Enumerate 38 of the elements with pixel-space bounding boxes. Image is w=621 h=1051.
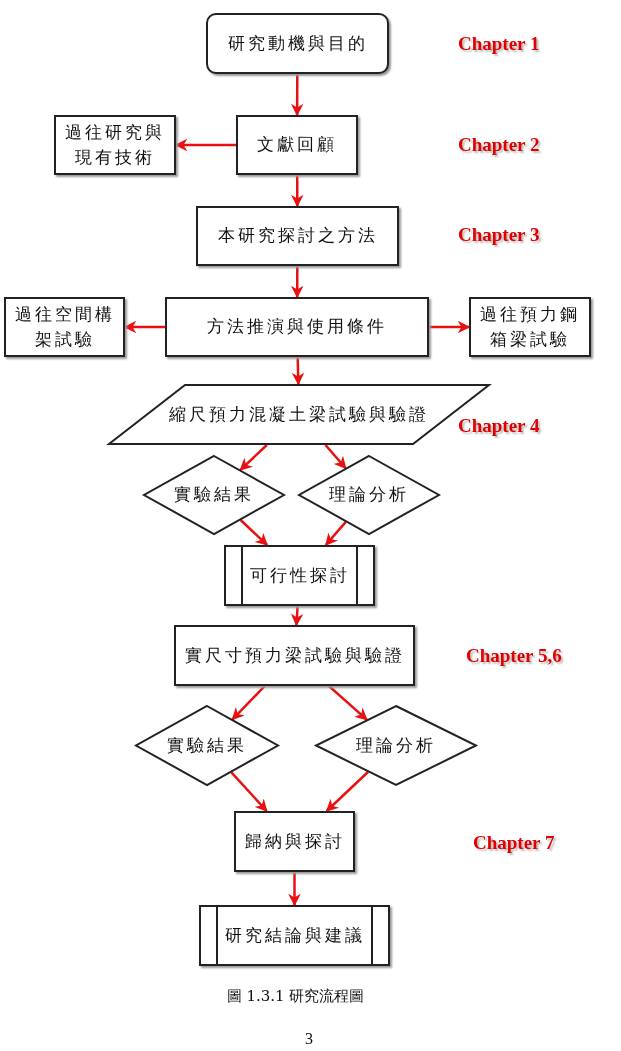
predefined-process-box: 研究結論與建議 [199, 905, 390, 966]
arrow [231, 685, 266, 721]
arrow [291, 356, 305, 386]
chapter-label: Chapter 5,6 [466, 645, 562, 667]
arrow [290, 605, 304, 627]
process-box: 本研究探討之方法 [196, 206, 399, 266]
process-box: 過往研究與現有技術 [54, 115, 176, 175]
page-number: 3 [305, 1030, 313, 1048]
arrow [324, 521, 347, 546]
process-box: 過往預力鋼箱梁試驗 [469, 297, 591, 357]
arrow [239, 519, 268, 546]
decision-diamond: 理論分析 [315, 705, 477, 786]
process-box: 方法推演與使用條件 [165, 297, 429, 357]
arrow [239, 444, 268, 471]
process-box: 實尺寸預力梁試驗與驗證 [174, 625, 415, 686]
arrow [288, 872, 301, 907]
decision-diamond: 實驗結果 [143, 455, 285, 535]
arrow [325, 771, 369, 812]
chapter-label: Chapter 4 [458, 415, 540, 437]
chapter-label: Chapter 2 [458, 134, 540, 156]
arrow [290, 74, 304, 117]
arrow [429, 320, 471, 334]
chapter-label: Chapter 3 [458, 224, 540, 246]
process-box: 過往空間構架試驗 [4, 297, 125, 357]
arrow [291, 175, 304, 208]
arrow [328, 685, 368, 721]
start-box: 研究動機與目的 [206, 13, 389, 74]
process-box: 文獻回顧 [236, 115, 358, 175]
predefined-process-box: 可行性探討 [224, 545, 375, 606]
decision-diamond: 實驗結果 [135, 705, 279, 786]
arrow [230, 771, 268, 812]
decision-diamond: 理論分析 [298, 455, 440, 535]
arrow [324, 444, 347, 470]
process-box: 歸納與探討 [234, 811, 355, 872]
chapter-label: Chapter 7 [473, 832, 555, 854]
figure-caption: 圖 1.3.1 研究流程圖 [225, 987, 366, 1006]
chapter-label: Chapter 1 [458, 33, 540, 55]
arrow [291, 266, 304, 299]
